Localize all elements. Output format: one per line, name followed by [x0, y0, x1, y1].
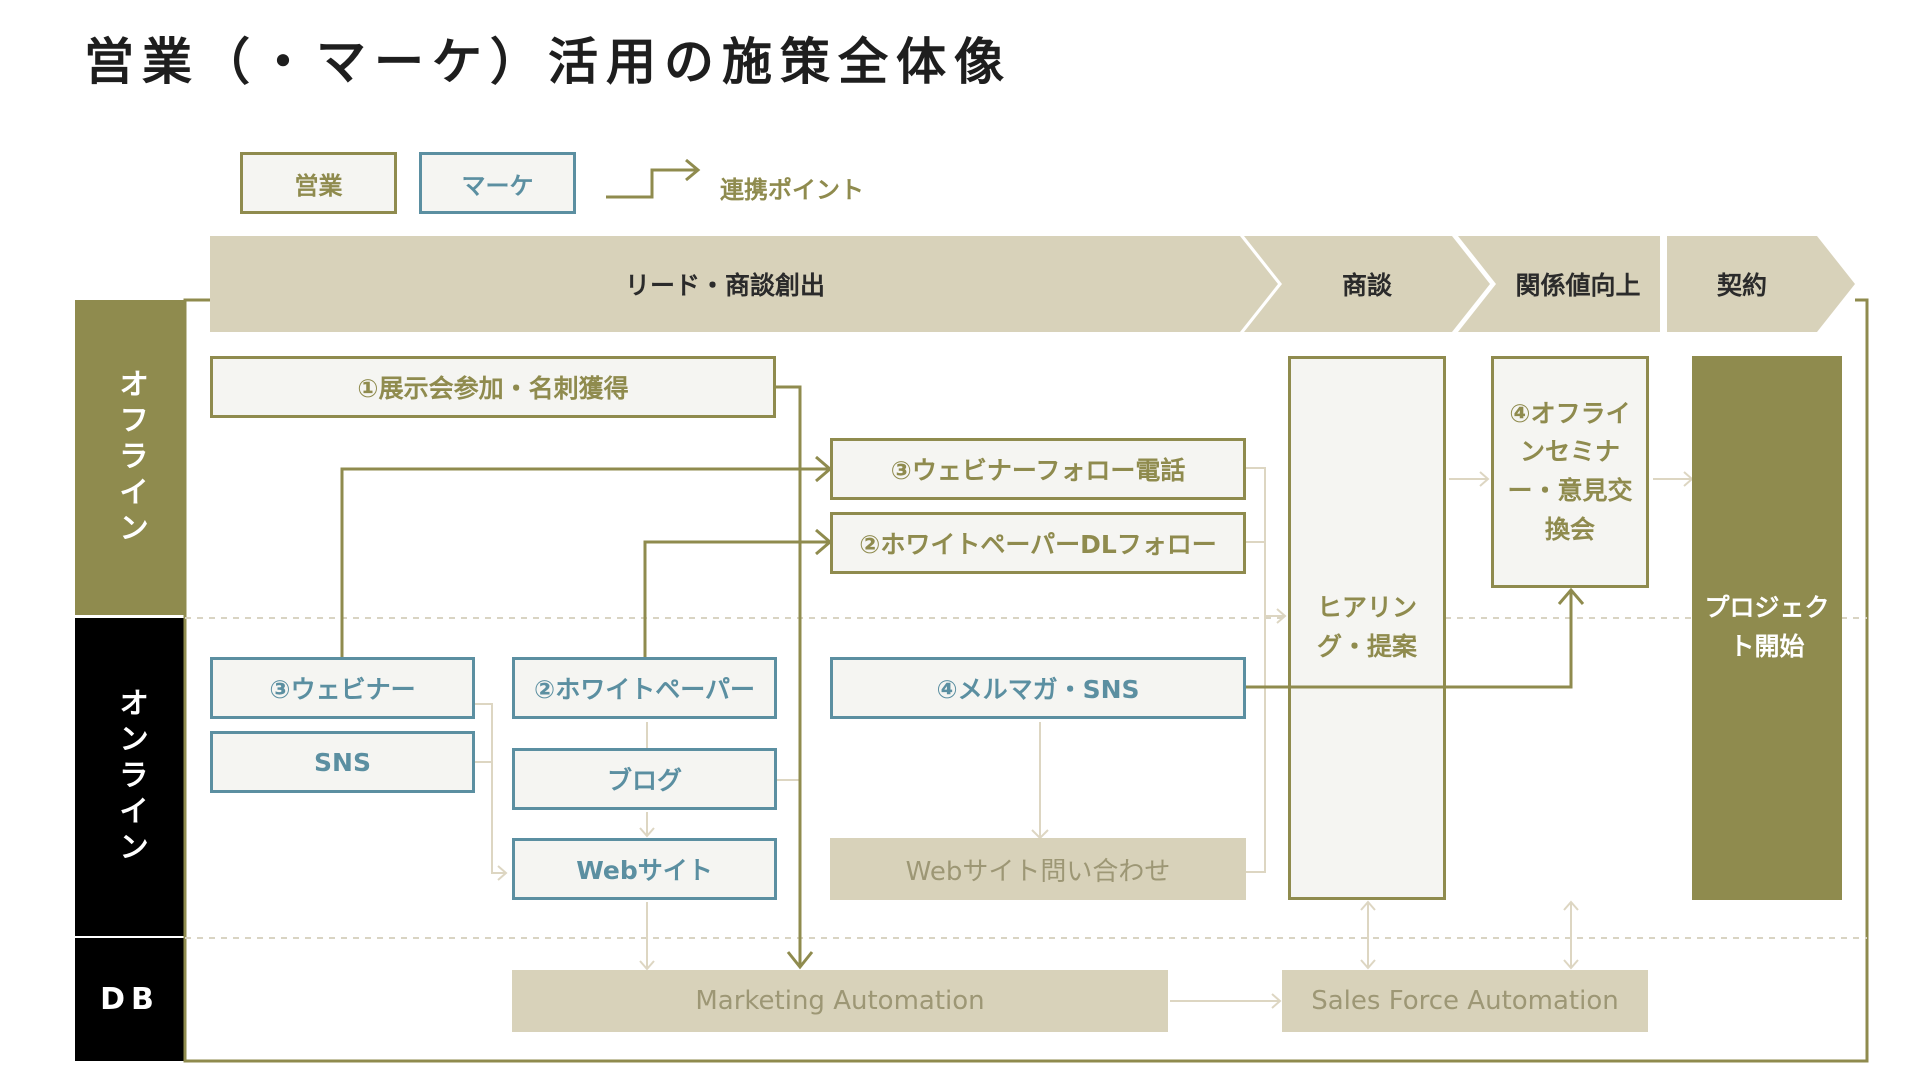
box-website: Webサイト: [512, 838, 777, 900]
box-whitepaper: ②ホワイトペーパー: [512, 657, 777, 719]
box-webinar: ③ウェビナー: [210, 657, 475, 719]
box-webinar-followup-call: ③ウェビナーフォロー電話: [830, 438, 1246, 500]
box-mailmag-sns: ④メルマガ・SNS: [830, 657, 1246, 719]
box-sales-force-automation: Sales Force Automation: [1282, 970, 1648, 1032]
box-expo: ①展示会参加・名刺獲得: [210, 356, 776, 418]
box-project-start: プロジェクト開始: [1692, 356, 1842, 900]
stage-chevron-lead: [210, 236, 1278, 332]
stage-chevron-negotiation: [1244, 236, 1490, 332]
box-offline-seminar: ④オフラインセミナー・意見交換会: [1491, 356, 1649, 588]
stage-chevron-relationship: [1458, 236, 1660, 332]
box-blog: ブログ: [512, 748, 777, 810]
box-whitepaper-dl-followup: ②ホワイトペーパーDLフォロー: [830, 512, 1246, 574]
stage-contract: 契約: [1716, 271, 1767, 300]
legend-sales: 営業: [240, 152, 397, 214]
stage-relationship: 関係値向上: [1515, 271, 1641, 300]
page-title: 営業（・マーケ）活用の施策全体像: [84, 33, 1012, 91]
stage-negotiation: 商談: [1341, 271, 1392, 300]
row-label-db: DB: [75, 938, 185, 1061]
stage-chevrons: [210, 236, 1855, 332]
box-sns: SNS: [210, 731, 475, 793]
legend-link-point: 連携ポイント: [720, 176, 864, 204]
stage-lead-generation: リード・商談創出: [624, 271, 825, 300]
box-hearing-proposal: ヒアリング・提案: [1288, 356, 1446, 900]
legend-marketing: マーケ: [419, 152, 576, 214]
row-label-offline: オフライン: [75, 300, 185, 615]
row-label-online: オンライン: [75, 618, 185, 936]
box-web-inquiry: Webサイト問い合わせ: [830, 838, 1246, 900]
stage-chevron-contract: [1667, 236, 1855, 332]
box-marketing-automation: Marketing Automation: [512, 970, 1168, 1032]
